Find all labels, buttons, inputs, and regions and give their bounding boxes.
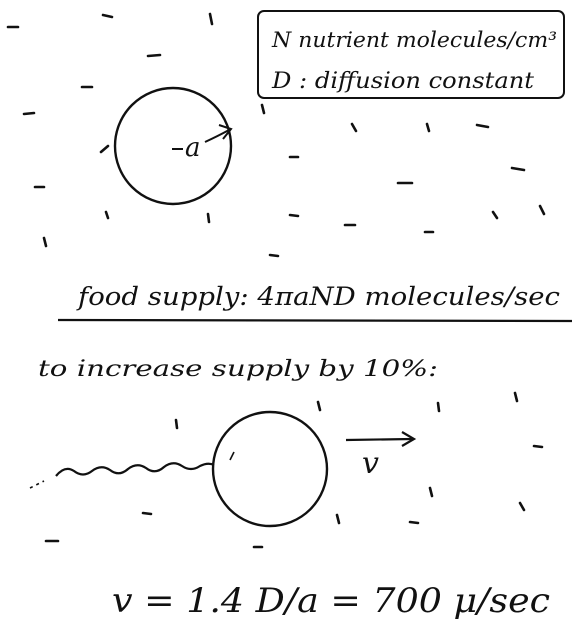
- velocity-label: v: [362, 446, 379, 481]
- flagellum: [55, 462, 215, 477]
- legend-line-diffusion: D : diffusion constant: [271, 69, 534, 94]
- radius-arrow-head: [218, 124, 233, 140]
- radius-label: a: [185, 133, 201, 163]
- swimming-cell: [211, 410, 329, 528]
- legend-line-concentration: N nutrient molecules/cm³: [271, 28, 557, 52]
- velocity-arrow: [345, 437, 413, 442]
- cell-highlight: [229, 451, 235, 461]
- legend-box: [257, 10, 565, 99]
- nutrient-molecules: [6, 12, 546, 549]
- result-equation: v = 1.4 D/a = 700 μ/sec: [112, 581, 550, 621]
- flagellum-tail: [29, 480, 45, 489]
- food-supply-underline: [57, 318, 573, 323]
- velocity-arrow-head: [401, 431, 417, 447]
- stationary-cell: [113, 86, 233, 206]
- increase-supply-text: to increase supply by 10%:: [38, 357, 438, 382]
- radius-arrow: [204, 129, 230, 143]
- food-supply-text: food supply: 4πaND molecules/sec: [76, 282, 560, 311]
